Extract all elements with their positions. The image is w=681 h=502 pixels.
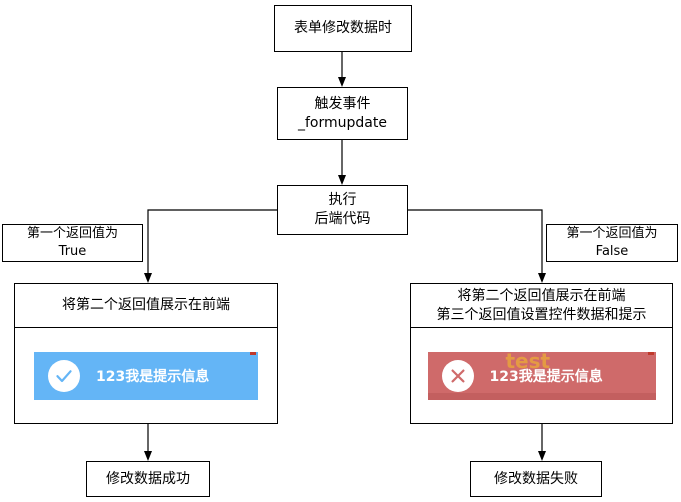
node-execute-backend: 执行 后端代码 xyxy=(277,185,408,235)
check-circle-icon xyxy=(48,359,80,392)
edge-execute-to-success-panel xyxy=(144,209,277,283)
node-trigger-event: 触发事件 _formupdate xyxy=(277,87,408,140)
toast-success-message: 123我是提示信息 xyxy=(96,368,210,385)
panel-success-body: 123我是提示信息 xyxy=(15,328,277,423)
edge-execute-to-error-panel xyxy=(408,209,546,283)
toast-error-message: 123我是提示信息 xyxy=(489,368,603,385)
label-first-return-false: 第一个返回值为 False xyxy=(546,224,678,262)
toast-corner-marker xyxy=(250,351,256,355)
node-end-success: 修改数据成功 xyxy=(86,461,210,497)
panel-success: 将第二个返回值展示在前端 123我是提示信息 xyxy=(14,283,278,424)
node-start: 表单修改数据时 xyxy=(274,5,412,52)
toast-error[interactable]: test 123我是提示信息 xyxy=(427,349,656,400)
panel-error: 将第二个返回值展示在前端 第三个返回值设置控件数据和提示 test 123我是提… xyxy=(410,283,673,424)
panel-error-header: 将第二个返回值展示在前端 第三个返回值设置控件数据和提示 xyxy=(411,284,672,328)
panel-success-header: 将第二个返回值展示在前端 xyxy=(15,284,277,328)
close-circle-icon xyxy=(441,359,474,392)
label-first-return-true: 第一个返回值为 True xyxy=(2,224,143,262)
toast-success[interactable]: 123我是提示信息 xyxy=(34,351,258,400)
panel-error-body: test 123我是提示信息 xyxy=(411,328,672,423)
toast-corner-marker xyxy=(647,351,654,355)
node-end-fail: 修改数据失败 xyxy=(470,461,602,497)
